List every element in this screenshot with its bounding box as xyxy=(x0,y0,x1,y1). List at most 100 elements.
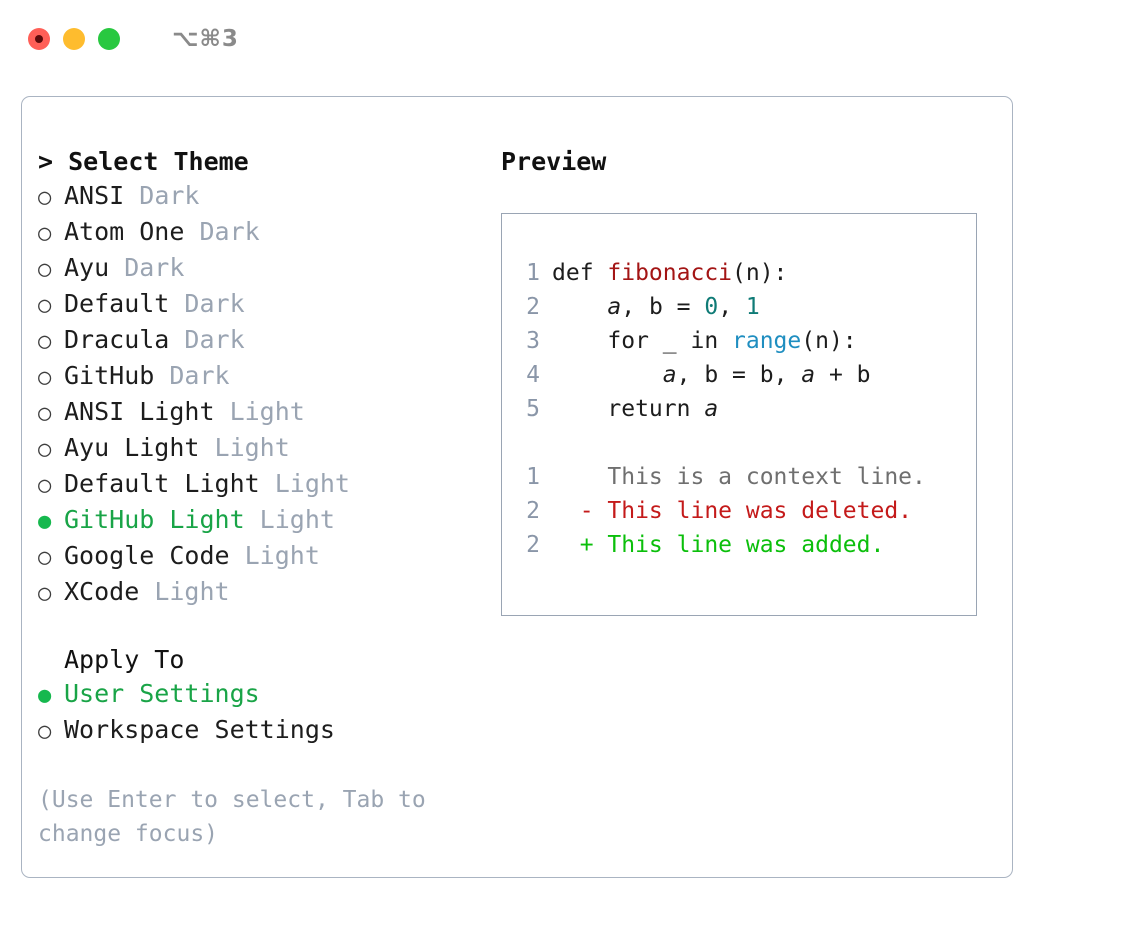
code-token-plain: (n): xyxy=(801,328,857,354)
theme-option-label: ANSI Light xyxy=(64,397,215,426)
theme-variant-badge: Light xyxy=(199,433,290,462)
code-token-plain: def xyxy=(552,260,608,286)
theme-list: ○ANSI Dark○Atom One Dark○Ayu Dark○Defaul… xyxy=(38,179,488,611)
theme-option-github[interactable]: ○ GitHub Dark xyxy=(38,359,488,395)
code-token-plain: for _ in xyxy=(552,328,733,354)
theme-option-ayu[interactable]: ○ Ayu Dark xyxy=(38,251,488,287)
theme-option-label: Atom One xyxy=(64,217,185,246)
theme-option-label: GitHub Light xyxy=(64,505,245,534)
line-number: 2 xyxy=(526,294,540,320)
code-token-plain: , b = xyxy=(621,294,705,320)
maximize-button[interactable] xyxy=(98,28,120,50)
window-controls xyxy=(28,28,120,50)
apply-to-option-workspace-settings[interactable]: ○ Workspace Settings xyxy=(38,713,488,749)
theme-option-label: Ayu xyxy=(64,253,110,282)
theme-option-label: Default xyxy=(64,289,170,318)
diff-line-add: 2 + This line was added. xyxy=(512,528,968,562)
theme-option-ayu-light[interactable]: ○ Ayu Light Light xyxy=(38,431,488,467)
radio-unselected-icon: ○ xyxy=(38,257,52,282)
theme-variant-badge: Light xyxy=(244,505,335,534)
theme-option-label: XCode xyxy=(64,577,140,606)
theme-option-label: Default Light xyxy=(64,469,260,498)
select-theme-heading-label: Select Theme xyxy=(68,147,249,176)
code-line: 5 return a xyxy=(512,392,968,426)
apply-to-option-user-settings[interactable]: ● User Settings xyxy=(38,677,488,713)
close-button[interactable] xyxy=(28,28,50,50)
title-bar: ⌥⌘3 xyxy=(0,0,1140,78)
theme-variant-badge: Dark xyxy=(124,181,200,210)
radio-unselected-icon: ○ xyxy=(38,401,52,426)
theme-variant-badge: Light xyxy=(259,469,350,498)
radio-selected-icon: ● xyxy=(38,683,52,708)
theme-option-label: Dracula xyxy=(64,325,170,354)
code-line-text: for _ in range(n): xyxy=(552,324,857,358)
theme-option-default-light[interactable]: ○Default Light Light xyxy=(38,467,488,503)
theme-variant-badge: Dark xyxy=(184,217,260,246)
line-number: 3 xyxy=(526,328,540,354)
radio-unselected-icon: ○ xyxy=(38,719,52,744)
theme-option-github-light[interactable]: ● GitHub Light Light xyxy=(38,503,488,539)
code-token-var: a xyxy=(801,362,816,388)
theme-option-label: Ayu Light xyxy=(64,433,200,462)
theme-variant-badge: Dark xyxy=(109,253,185,282)
code-token-plain: (n): xyxy=(732,260,788,286)
theme-option-default[interactable]: ○Default Dark xyxy=(38,287,488,323)
code-line-text: return a xyxy=(552,392,718,426)
select-theme-heading: > Select Theme xyxy=(38,145,488,179)
line-number: 1 xyxy=(526,260,540,286)
preview-heading: Preview xyxy=(501,147,607,176)
apply-to-heading: Apply To xyxy=(64,645,185,674)
keyboard-shortcut-label: ⌥⌘3 xyxy=(172,26,239,52)
line-number: 5 xyxy=(526,396,540,422)
radio-unselected-icon: ○ xyxy=(38,437,52,462)
code-line: 4 a, b = b, a + b xyxy=(512,358,968,392)
apply-to-option-label: User Settings xyxy=(64,679,260,708)
theme-option-ansi[interactable]: ○ ANSI Dark xyxy=(38,179,488,215)
apply-to-option-label: Workspace Settings xyxy=(64,715,335,744)
theme-option-atom-one[interactable]: ○ Atom One Dark xyxy=(38,215,488,251)
radio-selected-icon: ● xyxy=(38,509,52,534)
theme-selector-column: > Select Theme ○ANSI Dark○Atom One Dark○… xyxy=(38,145,488,851)
code-token-plain: return xyxy=(552,396,705,422)
theme-variant-badge: Light xyxy=(139,577,230,606)
code-token-plain: , b = b, xyxy=(676,362,802,388)
apply-to-list: ● User Settings ○ Workspace Settings xyxy=(38,677,488,749)
diff-line-text: - This line was deleted. xyxy=(552,498,913,524)
panel-columns: > Select Theme ○ANSI Dark○Atom One Dark○… xyxy=(22,97,1012,877)
diff-line-text: + This line was added. xyxy=(552,532,885,558)
radio-unselected-icon: ○ xyxy=(38,185,52,210)
code-line: 3 for _ in range(n): xyxy=(512,324,968,358)
theme-variant-badge: Dark xyxy=(169,325,245,354)
theme-variant-badge: Dark xyxy=(154,361,230,390)
prompt-caret: > xyxy=(38,147,69,176)
code-line-text: a, b = b, a + b xyxy=(552,358,871,392)
code-token-var: a xyxy=(704,396,719,422)
code-line-text: a, b = 0, 1 xyxy=(552,290,760,324)
theme-option-label: ANSI xyxy=(64,181,125,210)
code-token-plain: , xyxy=(718,294,746,320)
main-panel: > Select Theme ○ANSI Dark○Atom One Dark○… xyxy=(21,96,1013,878)
help-text: (Use Enter to select, Tab to change focu… xyxy=(38,787,426,847)
code-preview-separator xyxy=(512,426,968,460)
code-token-call: range xyxy=(732,328,802,354)
theme-variant-badge: Dark xyxy=(169,289,245,318)
line-number: 2 xyxy=(526,532,540,558)
code-token-var: a xyxy=(607,294,622,320)
code-token-plain: + b xyxy=(815,362,871,388)
theme-option-google-code[interactable]: ○Google Code Light xyxy=(38,539,488,575)
minimize-button[interactable] xyxy=(63,28,85,50)
radio-unselected-icon: ○ xyxy=(38,365,52,390)
code-line: 2 a, b = 0, 1 xyxy=(512,290,968,324)
radio-unselected-icon: ○ xyxy=(38,221,52,246)
theme-option-label: GitHub xyxy=(64,361,155,390)
theme-option-dracula[interactable]: ○Dracula Dark xyxy=(38,323,488,359)
theme-option-ansi-light[interactable]: ○ANSI Light Light xyxy=(38,395,488,431)
diff-line-text: This is a context line. xyxy=(552,464,926,490)
theme-option-xcode[interactable]: ○XCode Light xyxy=(38,575,488,611)
theme-variant-badge: Light xyxy=(229,541,320,570)
code-token-num: 1 xyxy=(745,294,760,320)
